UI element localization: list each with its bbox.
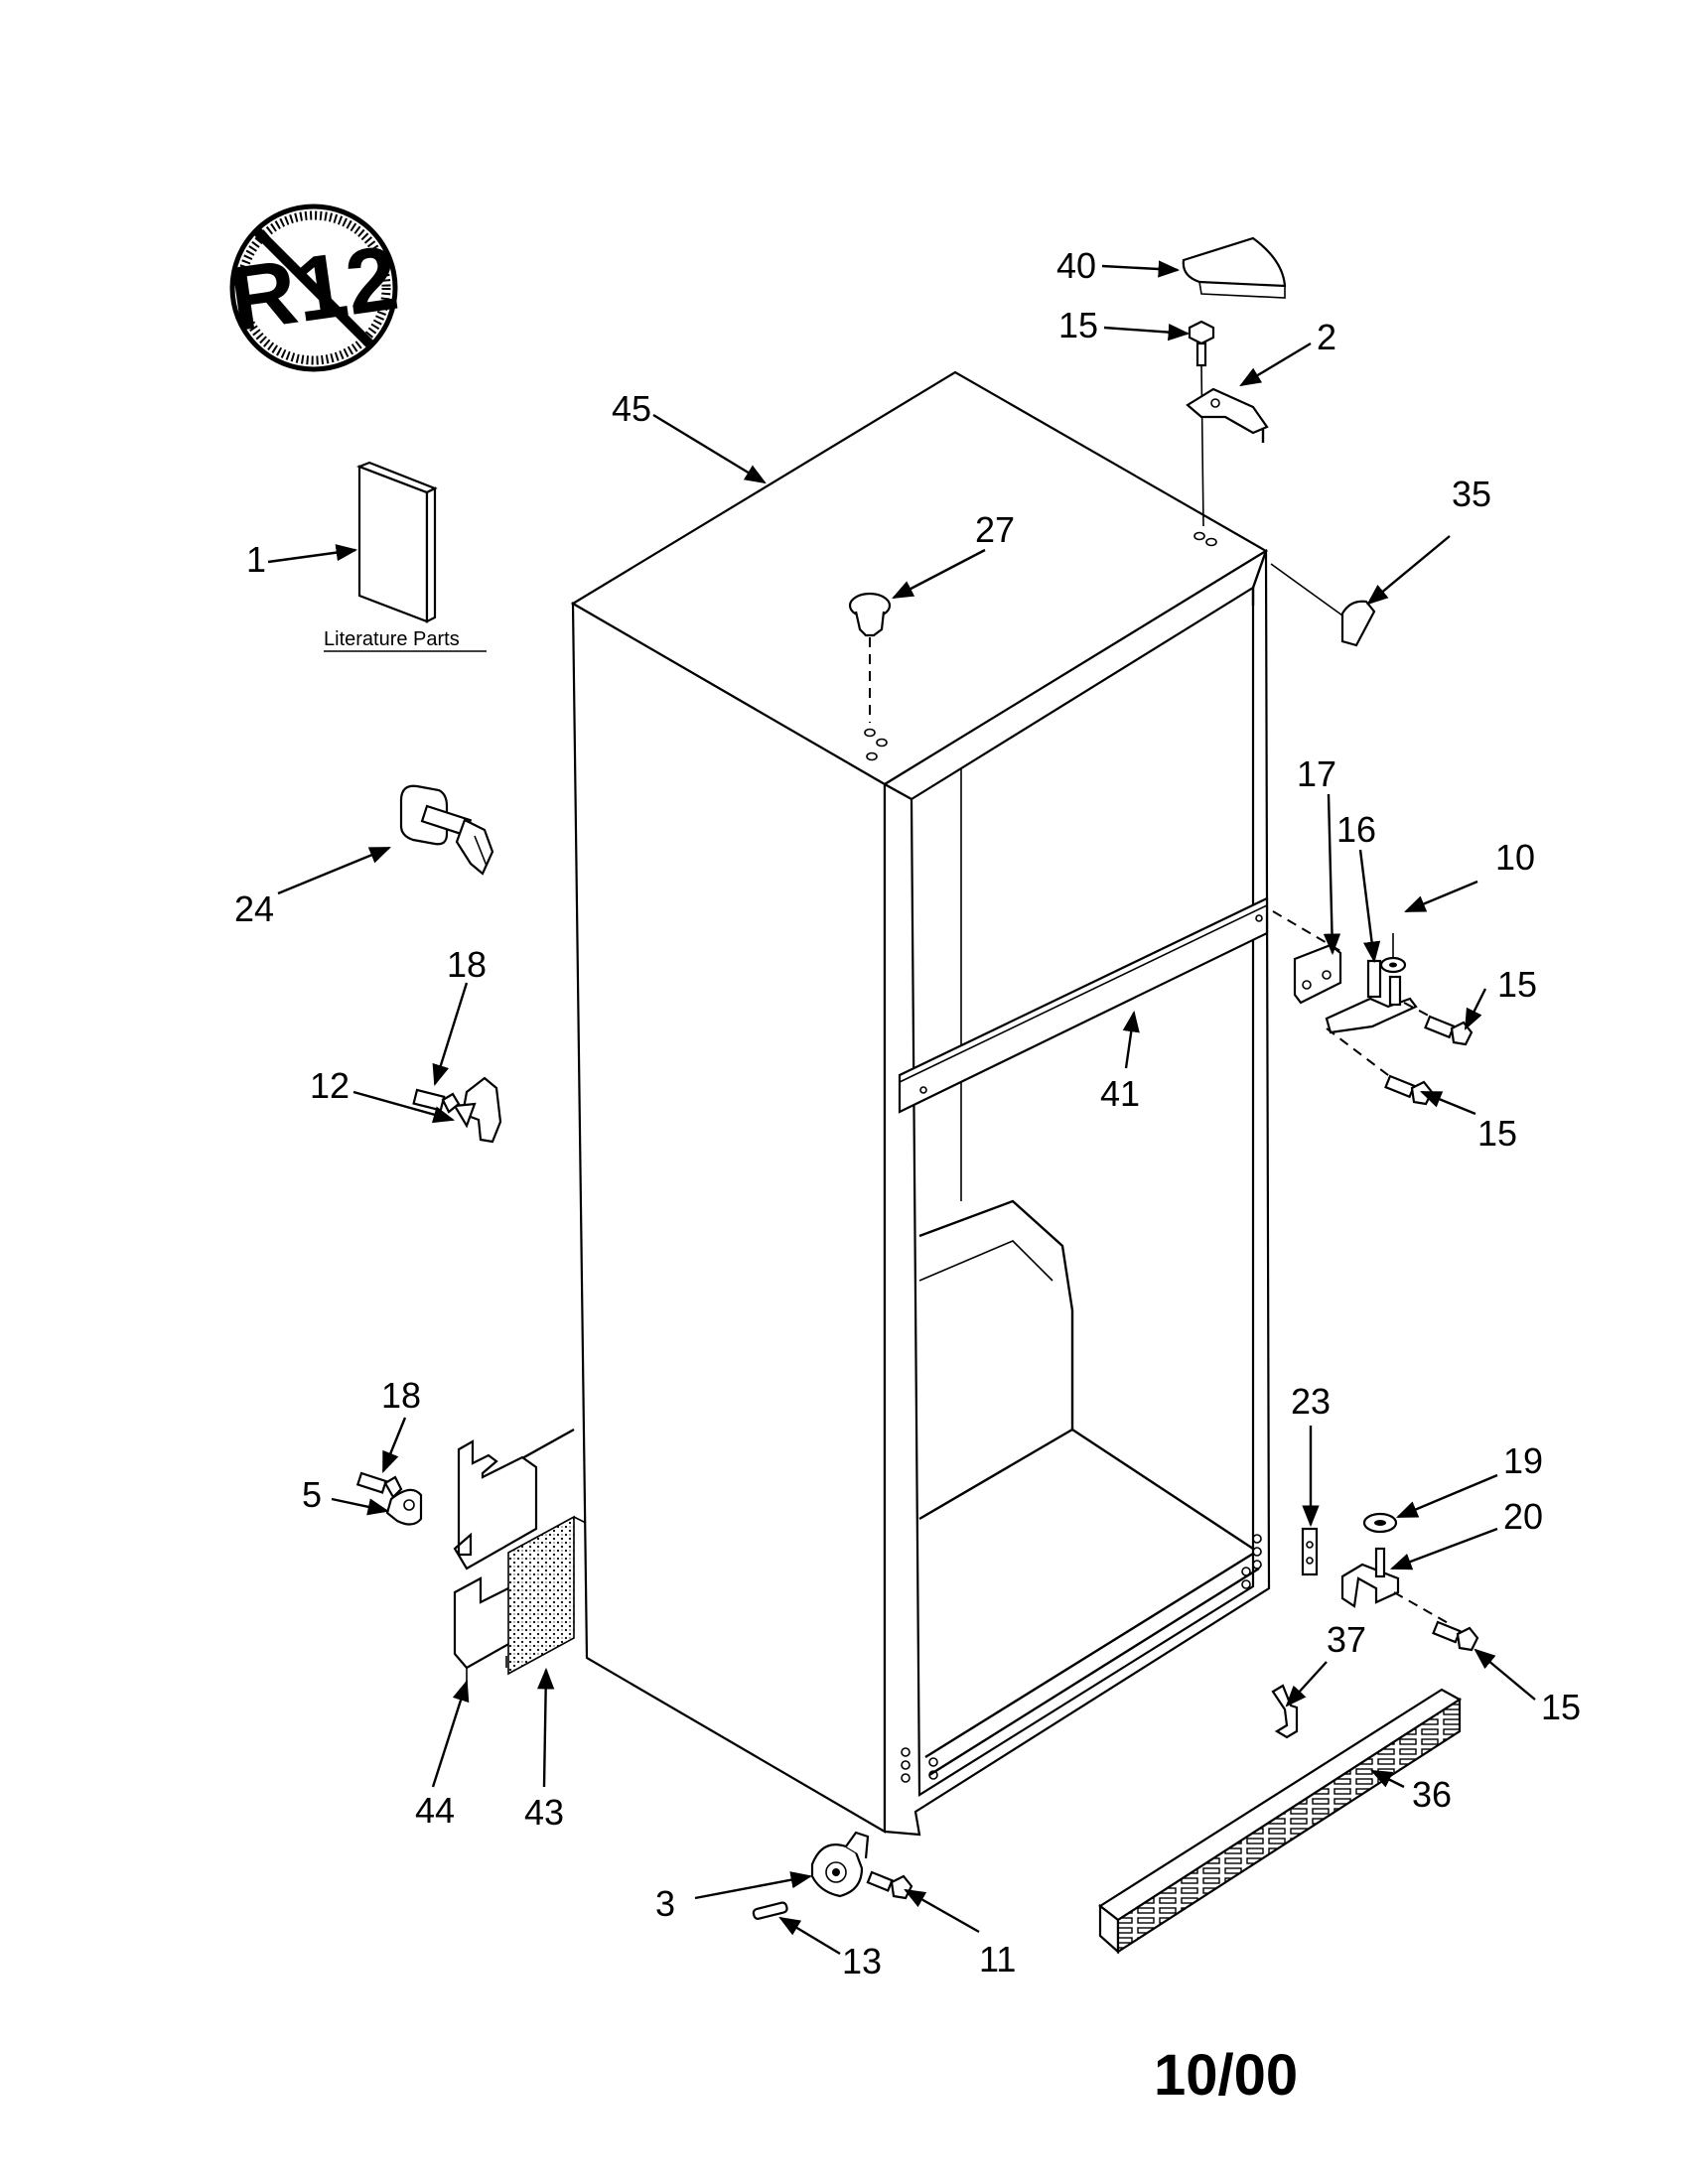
leader-arrows — [267, 260, 1536, 1956]
callout-35: 35 — [1452, 474, 1491, 514]
callout-19: 19 — [1503, 1440, 1543, 1481]
callout-40: 40 — [1056, 245, 1096, 286]
callout-41: 41 — [1100, 1073, 1140, 1114]
callout-20: 20 — [1503, 1496, 1543, 1537]
date-code: 10/00 — [1154, 2043, 1298, 2108]
callout-1: 1 — [246, 539, 266, 580]
literature-caption: Literature Parts — [324, 628, 460, 650]
kickplate-grille — [1098, 1688, 1463, 1955]
lower-right-hinge — [1271, 1512, 1479, 1739]
callout-15-lower-right: 15 — [1541, 1687, 1581, 1727]
center-hinge — [1272, 910, 1443, 1079]
callout-23: 23 — [1291, 1381, 1331, 1422]
callout-10: 10 — [1495, 837, 1535, 878]
callout-43: 43 — [524, 1792, 564, 1833]
roller-assembly — [752, 1831, 913, 1920]
callout-17: 17 — [1297, 753, 1336, 794]
callout-36: 36 — [1412, 1774, 1452, 1815]
callout-16: 16 — [1336, 809, 1376, 850]
no-r12-symbol: R12 — [223, 204, 404, 372]
callout-11: 11 — [979, 1939, 1016, 1979]
refrigerator-cabinet — [570, 370, 1271, 1837]
callout-15-top: 15 — [1058, 305, 1098, 345]
callout-labels: 40 15 2 45 27 35 1 24 18 12 17 16 10 15 … — [234, 245, 1581, 1981]
callout-13: 13 — [842, 1941, 882, 1981]
callout-18-lower: 18 — [381, 1375, 421, 1416]
callout-37: 37 — [1327, 1619, 1366, 1660]
callout-2: 2 — [1317, 317, 1336, 357]
cam-shaft — [399, 784, 494, 876]
callout-5: 5 — [302, 1474, 322, 1515]
hinge-screw-top — [1188, 320, 1215, 527]
callout-45: 45 — [612, 388, 651, 429]
insulation-pad — [507, 1515, 575, 1676]
hinge-pin-cover — [1270, 563, 1376, 647]
door-stop-clip — [412, 1076, 502, 1144]
callout-18-upper: 18 — [447, 944, 487, 985]
callout-27: 27 — [975, 509, 1015, 550]
hinge-cover — [1182, 236, 1287, 299]
callout-15-center-lower: 15 — [1477, 1113, 1517, 1154]
callout-15-center-upper: 15 — [1497, 964, 1537, 1005]
plug-button — [848, 592, 892, 723]
literature-booklet: Literature Parts — [324, 461, 487, 652]
callout-44: 44 — [415, 1790, 455, 1831]
callout-3: 3 — [655, 1883, 675, 1924]
center-hinge-screws — [1384, 1015, 1474, 1106]
divider-rail — [898, 896, 1269, 1114]
callout-24: 24 — [234, 888, 274, 929]
callout-12: 12 — [310, 1065, 350, 1106]
lower-left-brackets — [355, 1428, 587, 1682]
top-hinge — [1186, 387, 1269, 443]
